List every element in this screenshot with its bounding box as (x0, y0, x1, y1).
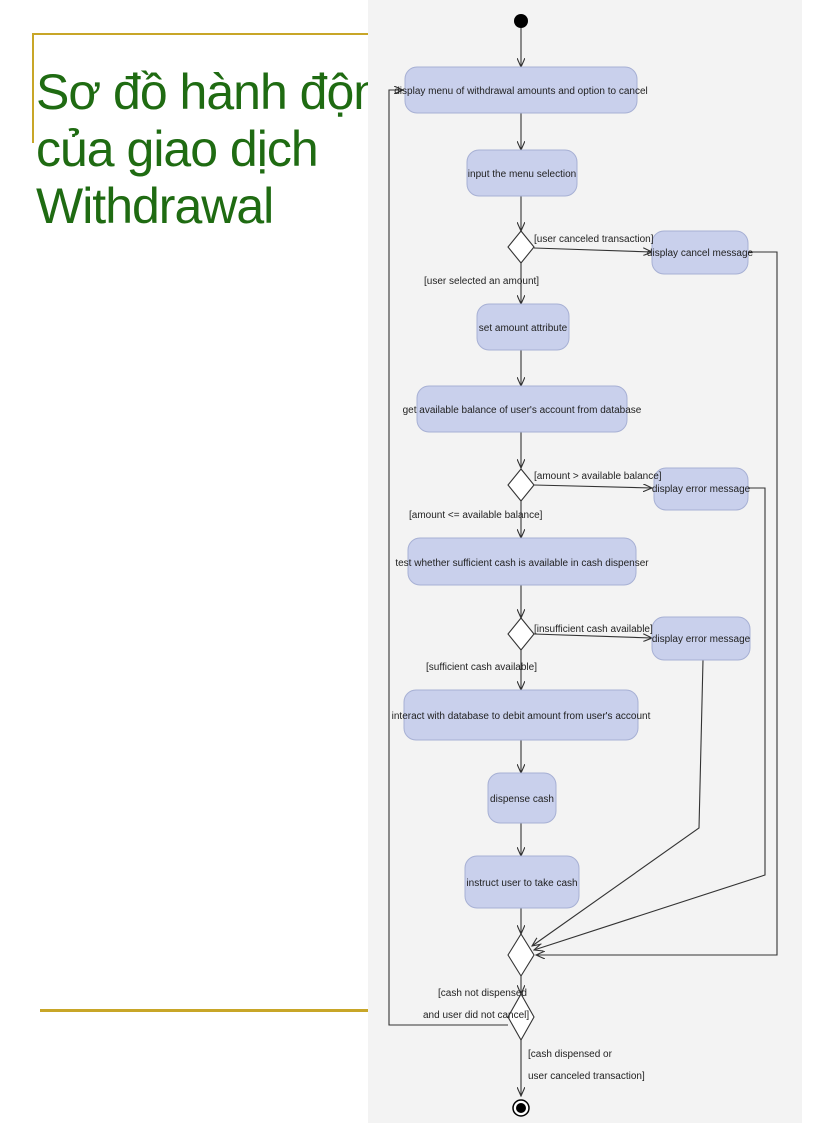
edge-error1-to-merge (534, 487, 766, 950)
edges (388, 28, 778, 1096)
activity-display-error-1: display error message (652, 467, 751, 511)
merge-node (507, 932, 535, 978)
decision-node-dispensed-check (507, 992, 535, 1042)
activity-get-balance: get available balance of user's account … (403, 385, 642, 433)
activity-instruct-user: instruct user to take cash (464, 855, 580, 909)
svg-text:display error message: display error message (652, 484, 751, 495)
edge-cancel-to-merge (536, 251, 778, 955)
title-frame-top-rule (32, 33, 368, 35)
guard-not-dispensed-line1: [cash not dispensed (438, 988, 527, 999)
edge-loop-back-to-menu (388, 90, 508, 1026)
guard-insufficient-cash: [insufficient cash available] (534, 624, 653, 635)
guard-amount-greater: [amount > available balance] (534, 471, 662, 482)
title-line-3: Withdrawal (36, 178, 274, 234)
decision-node-cancel-check (507, 230, 535, 264)
edge-decision2-to-error1 (533, 485, 652, 488)
guard-not-dispensed-line2: and user did not cancel] (423, 1010, 529, 1021)
guard-labels: [user canceled transaction] [user select… (409, 234, 662, 1082)
activity-input-selection: input the menu selection (466, 149, 578, 197)
title-line-1: Sơ đồ hành động (36, 64, 408, 120)
edge-error2-to-merge (532, 659, 704, 946)
decision-nodes (507, 230, 535, 1042)
initial-node (514, 14, 528, 28)
svg-text:set amount attribute: set amount attribute (479, 323, 568, 334)
edge-decision1-to-cancel (533, 247, 652, 252)
svg-text:display cancel message: display cancel message (647, 248, 754, 259)
guard-amount-less-equal: [amount <= available balance] (409, 510, 543, 521)
svg-text:instruct user to take cash: instruct user to take cash (466, 878, 577, 889)
guard-dispensed-line1: [cash dispensed or (528, 1049, 613, 1060)
activity-display-cancel-message: display cancel message (647, 230, 754, 275)
svg-text:display menu of withdrawal amo: display menu of withdrawal amounts and o… (394, 86, 647, 97)
svg-text:test whether sufficient cash i: test whether sufficient cash is availabl… (395, 558, 649, 569)
footer-rule (40, 1009, 368, 1012)
activity-test-cash: test whether sufficient cash is availabl… (395, 537, 649, 586)
decision-node-cash-check (507, 617, 535, 651)
title-line-2: của giao dịch (36, 121, 319, 177)
guard-sufficient-cash: [sufficient cash available] (426, 662, 537, 673)
final-node (512, 1099, 530, 1117)
guard-user-canceled: [user canceled transaction] (534, 234, 654, 245)
svg-text:display error message: display error message (652, 634, 751, 645)
slide-title: Sơ đồ hành động của giao dịch Withdrawal (36, 64, 408, 235)
activity-dispense-cash: dispense cash (487, 772, 557, 824)
guard-dispensed-line2: user canceled transaction] (528, 1071, 645, 1082)
guard-user-selected: [user selected an amount] (424, 276, 539, 287)
activity-set-amount: set amount attribute (476, 303, 570, 351)
activity-display-menu: display menu of withdrawal amounts and o… (394, 66, 648, 114)
svg-text:dispense cash: dispense cash (490, 794, 554, 805)
decision-node-balance-check (507, 468, 535, 502)
activity-interact-database: interact with database to debit amount f… (392, 689, 651, 741)
svg-text:interact with database to debi: interact with database to debit amount f… (392, 711, 651, 722)
svg-text:get available balance of user': get available balance of user's account … (403, 405, 642, 416)
title-frame-left-rule (32, 33, 34, 143)
edge-decision3-to-error2 (533, 633, 652, 638)
svg-text:input the menu selection: input the menu selection (468, 169, 576, 180)
activity-display-error-2: display error message (651, 616, 751, 661)
